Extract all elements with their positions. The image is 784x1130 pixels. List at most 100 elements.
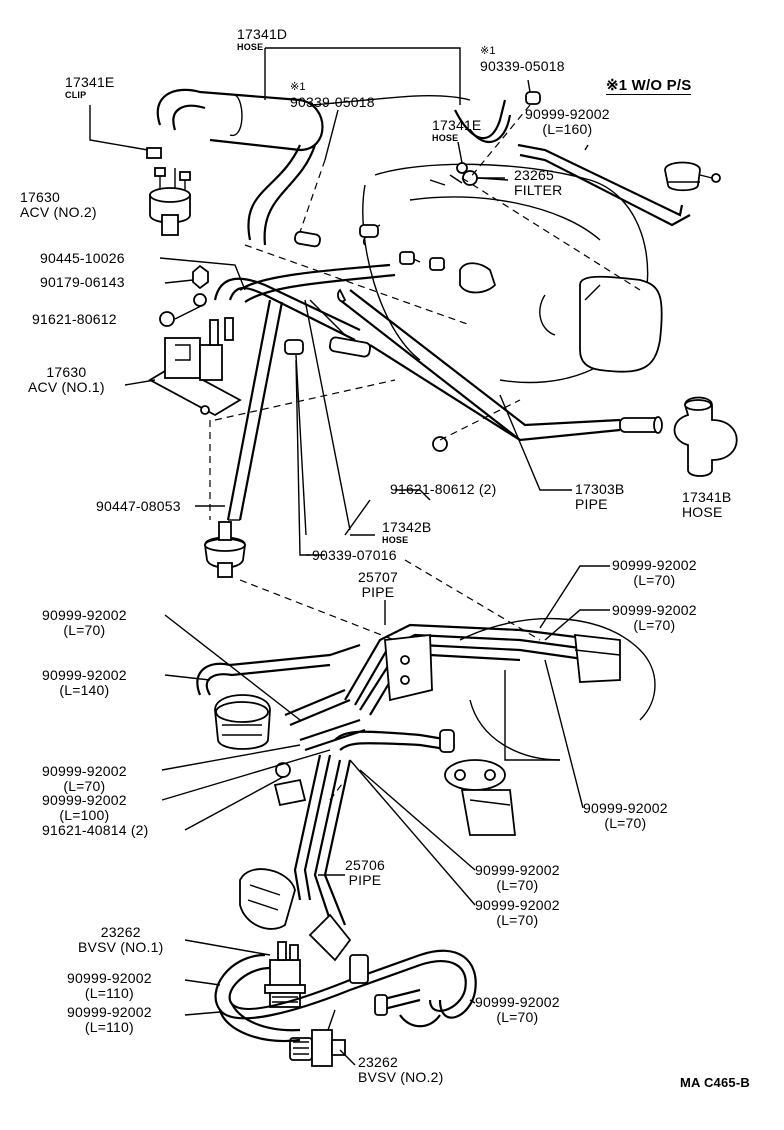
- clip-17341e: [146, 147, 162, 159]
- pipe-25707: [344, 623, 601, 716]
- leader-lines: [89, 47, 610, 1066]
- part-desc: (L=140): [59, 682, 110, 698]
- part-desc: ACV (NO.2): [20, 204, 97, 220]
- pipe-25706: [239, 754, 352, 962]
- label-90999-l2: 90999-92002 (L=140): [42, 668, 127, 698]
- label-90999-l160: 90999-92002 (L=160): [525, 107, 610, 137]
- part-number: 25707: [358, 569, 398, 585]
- part-number: 90999-92002: [583, 800, 668, 816]
- label-25707-pipe: 25707 PIPE: [358, 570, 398, 600]
- nut-90179: [192, 264, 209, 290]
- acv-no2: [149, 167, 191, 236]
- part-number: 17341E: [432, 117, 482, 133]
- part-number: 25706: [345, 857, 385, 873]
- label-17630-no2: 17630 ACV (NO.2): [20, 190, 97, 220]
- part-desc: (L=70): [496, 912, 539, 928]
- dashed-leaders: [209, 104, 641, 801]
- label-90999-l1: 90999-92002 (L=70): [42, 608, 127, 638]
- part-number: 17341D: [237, 26, 288, 42]
- actuator-90447: [204, 521, 246, 578]
- part-desc: BVSV (NO.1): [78, 939, 164, 955]
- part-desc: (L=70): [604, 815, 647, 831]
- label-90339-07016: 90339-07016: [312, 547, 397, 563]
- label-91621-80612-2: 91621-80612 (2): [390, 481, 497, 497]
- part-number: 90999-92002: [612, 602, 697, 618]
- label-90999-r1: 90999-92002 (L=70): [612, 558, 697, 588]
- part-number: 90999-92002: [475, 862, 560, 878]
- part-desc: PIPE: [575, 496, 608, 512]
- part-number: 17630: [20, 189, 60, 205]
- part-number: 17342B: [382, 519, 432, 535]
- part-desc: PIPE: [361, 584, 395, 600]
- part-number: 17341E: [65, 74, 115, 90]
- label-90999-r4: 90999-92002 (L=70): [475, 863, 560, 893]
- part-number: 90999-92002: [42, 763, 127, 779]
- hose-stub-90339: [294, 91, 541, 248]
- part-number: 23262: [100, 924, 141, 940]
- note-mark: ※1: [480, 45, 496, 57]
- hose-lines-lower: [196, 643, 455, 753]
- label-23262-bvsv-no2: 23262 BVSV (NO.2): [358, 1055, 443, 1085]
- part-desc: (L=100): [59, 807, 110, 823]
- part-number: 90999-92002: [67, 1004, 152, 1020]
- part-desc: (L=70): [633, 572, 676, 588]
- label-17341e-hose: 17341E HOSE: [432, 117, 482, 144]
- part-number: 17341B: [682, 489, 732, 505]
- label-90999-r2: 90999-92002 (L=70): [612, 603, 697, 633]
- label-90339-05018-b: ※1 90339-05018: [480, 44, 565, 74]
- label-91621-40814: 91621-40814 (2): [42, 822, 149, 838]
- egr-valve: [444, 759, 517, 836]
- label-90339-05018-a: ※1 90339-05018: [290, 80, 375, 110]
- part-desc: HOSE: [382, 535, 409, 545]
- bvsv-no1: [264, 941, 306, 1008]
- label-90999-r5: 90999-92002 (L=70): [475, 898, 560, 928]
- bracket-91621-40814: [273, 778, 307, 807]
- part-number: 90999-92002: [42, 792, 127, 808]
- label-90999-l6: 90999-92002 (L=110): [67, 1005, 152, 1035]
- part-desc: (L=110): [84, 985, 134, 1001]
- label-17341b-hose: 17341B HOSE: [682, 490, 731, 520]
- label-23265-filter: 23265 FILTER: [514, 168, 562, 198]
- part-desc: (L=160): [542, 121, 593, 137]
- part-desc: CLIP: [65, 90, 87, 100]
- label-91621-80612: 91621-80612: [32, 311, 117, 327]
- part-desc: (L=70): [496, 877, 539, 893]
- label-90445-10026: 90445-10026: [40, 250, 125, 266]
- part-number: 90999-92002: [42, 607, 127, 623]
- part-number: 90999-92002: [475, 994, 560, 1010]
- part-desc: HOSE: [432, 133, 459, 143]
- label-90999-l5: 90999-92002 (L=110): [67, 971, 152, 1001]
- part-desc: PIPE: [348, 872, 382, 888]
- part-desc: FILTER: [514, 182, 563, 198]
- part-number: 90339-05018: [480, 58, 565, 74]
- pipe-17303b: [328, 288, 663, 442]
- label-23262-bvsv-no1: 23262 BVSV (NO.1): [78, 925, 163, 955]
- bvsv-no2: [289, 1009, 346, 1067]
- part-number: 17303B: [575, 481, 625, 497]
- label-90999-l4: 90999-92002 (L=100): [42, 793, 127, 823]
- hose-lines-middle: [213, 263, 396, 536]
- label-17342b-hose: 17342B HOSE: [382, 519, 432, 546]
- note-wo-ps: ※1 W/O P/S: [606, 77, 692, 95]
- part-desc: BVSV (NO.2): [358, 1069, 444, 1085]
- label-17630-no1: 17630 ACV (NO.1): [28, 365, 105, 395]
- label-17303b-pipe: 17303B PIPE: [575, 482, 624, 512]
- label-90179-06143: 90179-06143: [40, 274, 125, 290]
- label-90999-l3: 90999-92002 (L=70): [42, 764, 127, 794]
- label-17341d: 17341D HOSE: [237, 26, 288, 53]
- acv-no1: [148, 293, 242, 417]
- note-mark: ※1: [290, 81, 306, 93]
- label-90999-r3: 90999-92002 (L=70): [583, 801, 668, 831]
- hose-l160: [517, 143, 721, 227]
- part-desc: (L=70): [63, 778, 106, 794]
- part-number: 90339-05018: [290, 94, 375, 110]
- part-number: 17630: [46, 364, 87, 380]
- part-desc: (L=70): [63, 622, 106, 638]
- label-90999-r6: 90999-92002 (L=70): [475, 995, 560, 1025]
- part-number: 90999-92002: [67, 970, 152, 986]
- filter-23265: [456, 162, 505, 186]
- label-17341e-clip: 17341E CLIP: [65, 74, 115, 101]
- part-number: 23265: [514, 167, 554, 183]
- hose-17341b: [673, 396, 738, 477]
